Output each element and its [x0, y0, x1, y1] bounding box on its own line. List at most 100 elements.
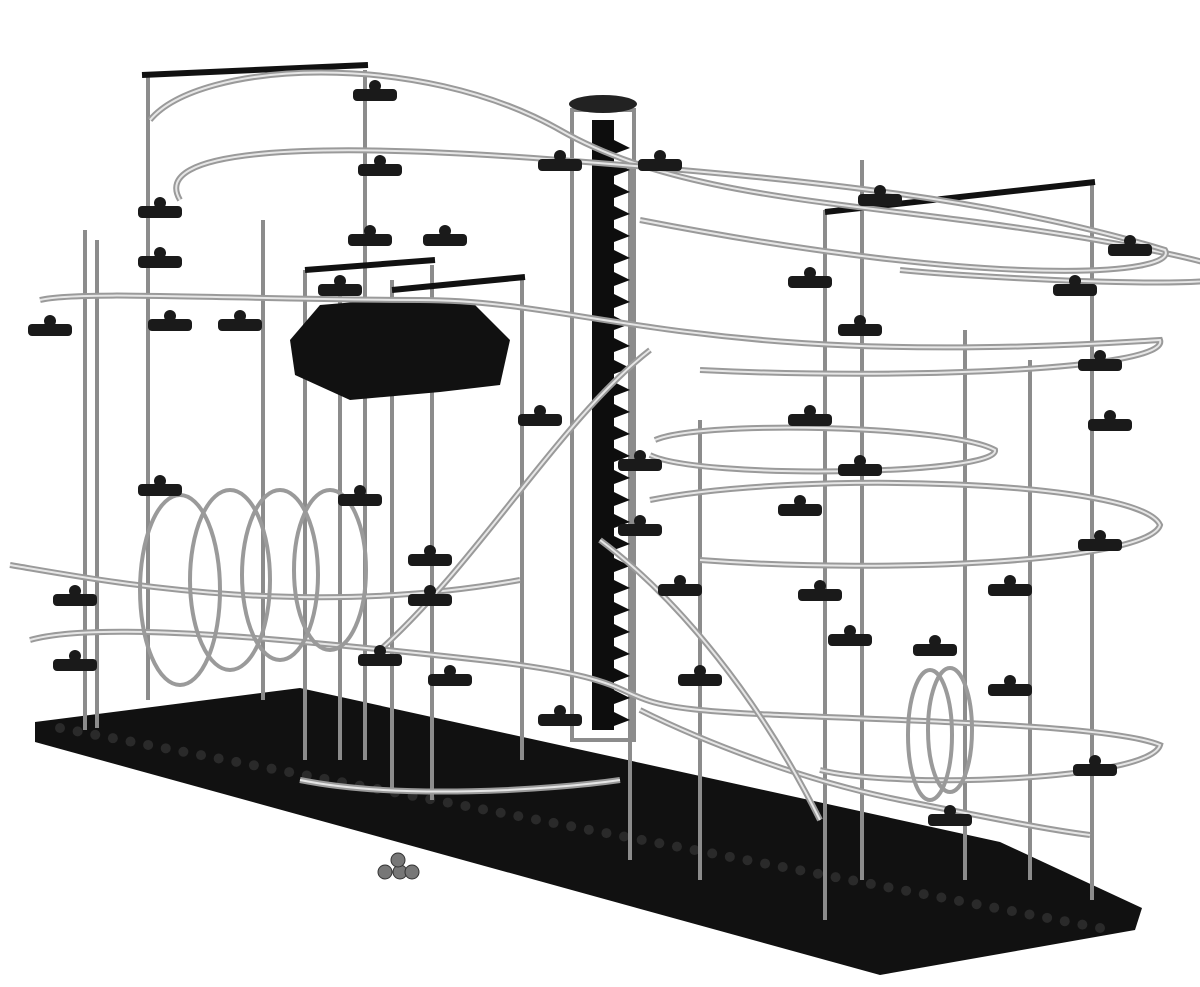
rail-connector	[358, 164, 402, 176]
rail-connector	[358, 654, 402, 666]
base-stud	[90, 729, 101, 740]
base-stud	[478, 804, 489, 815]
rail-connector	[428, 674, 472, 686]
connector-clip	[444, 665, 456, 677]
tower-top-cap	[569, 95, 637, 113]
steel-marble	[404, 864, 420, 880]
base-stud	[55, 723, 65, 733]
loop-track	[188, 488, 272, 672]
rail-connector	[138, 484, 182, 496]
loop-track	[906, 668, 954, 802]
connector-clip	[929, 635, 941, 647]
steel-marble	[390, 852, 406, 868]
base-stud	[460, 800, 471, 811]
tower-tooth	[614, 514, 630, 528]
rail-connector	[353, 89, 397, 101]
base-stud	[742, 855, 753, 866]
base-plate	[35, 688, 1142, 975]
connector-clip	[794, 495, 806, 507]
base-stud	[654, 838, 665, 849]
connector-clip	[654, 150, 666, 162]
rail-connector	[928, 814, 972, 826]
base-stud	[619, 831, 630, 842]
track-rail-highlight	[175, 149, 1167, 272]
base-stud	[1059, 916, 1070, 927]
base-stud	[72, 726, 83, 737]
rail-connector	[858, 194, 902, 206]
connector-clip	[424, 545, 436, 557]
base-stud	[848, 875, 859, 886]
connector-clip	[814, 580, 826, 592]
tower-tooth	[614, 294, 630, 308]
rail-connector	[988, 684, 1032, 696]
rail-connector	[1053, 284, 1097, 296]
tower-tooth	[614, 492, 630, 506]
connector-clip	[354, 485, 366, 497]
base-stud	[513, 811, 524, 822]
rail-connector	[788, 276, 832, 288]
base-stud	[566, 821, 577, 832]
rail-connector	[618, 459, 662, 471]
base-stud	[1024, 909, 1035, 920]
steel-marbles	[377, 852, 420, 880]
base-stud	[583, 824, 594, 835]
tower-tooth	[614, 250, 630, 264]
connector-clip	[1004, 575, 1016, 587]
connector-clip	[1094, 350, 1106, 362]
track-rail-highlight	[599, 539, 821, 821]
rail-connector	[638, 159, 682, 171]
track-rail	[147, 69, 1200, 286]
base-stud	[865, 878, 876, 889]
tower-tooth	[614, 404, 630, 418]
base-stud	[812, 868, 823, 879]
base-stud	[689, 845, 700, 856]
connector-clip	[1094, 530, 1106, 542]
base-stud	[266, 763, 277, 774]
connector-clip	[69, 585, 81, 597]
base-stud	[936, 892, 947, 903]
tower-tooth	[614, 140, 630, 154]
base-stud	[495, 807, 506, 818]
tower-tooth	[614, 690, 630, 704]
base-stud	[213, 753, 224, 764]
rail-connector	[53, 594, 97, 606]
base-stud	[248, 760, 259, 771]
rail-connectors	[28, 80, 1152, 826]
tower-tooth	[614, 426, 630, 440]
tower-tooth	[614, 470, 630, 484]
top-crossbar	[141, 62, 369, 78]
connector-clip	[69, 650, 81, 662]
base-stud	[1006, 906, 1017, 917]
connector-clip	[854, 315, 866, 327]
rail-connector	[838, 464, 882, 476]
base-stud	[901, 885, 912, 896]
base-stud	[777, 861, 788, 872]
rail-connector	[348, 234, 392, 246]
rail-connector	[138, 206, 182, 218]
base-stud	[178, 746, 189, 757]
rail-connector	[138, 256, 182, 268]
rail-connector	[618, 524, 662, 536]
connector-clip	[694, 665, 706, 677]
rail-connector	[838, 324, 882, 336]
rail-connector	[518, 414, 562, 426]
rail-connector	[1078, 539, 1122, 551]
rail-connector	[988, 584, 1032, 596]
rail-connector	[318, 284, 362, 296]
base-stud	[724, 851, 735, 862]
connector-clip	[334, 275, 346, 287]
tower-tooth	[614, 360, 630, 374]
connector-clip	[634, 515, 646, 527]
tower-tooth	[614, 712, 630, 726]
rail-connector	[1078, 359, 1122, 371]
tower-tooth	[614, 646, 630, 660]
loop-track	[926, 666, 974, 794]
rail-connector	[408, 594, 452, 606]
tower-tooth	[614, 580, 630, 594]
base-stud	[830, 872, 841, 883]
tower-tooth	[614, 536, 630, 550]
rail-connector	[798, 589, 842, 601]
connector-clip	[154, 197, 166, 209]
rail-connector	[788, 414, 832, 426]
top-crossbar	[304, 257, 436, 273]
